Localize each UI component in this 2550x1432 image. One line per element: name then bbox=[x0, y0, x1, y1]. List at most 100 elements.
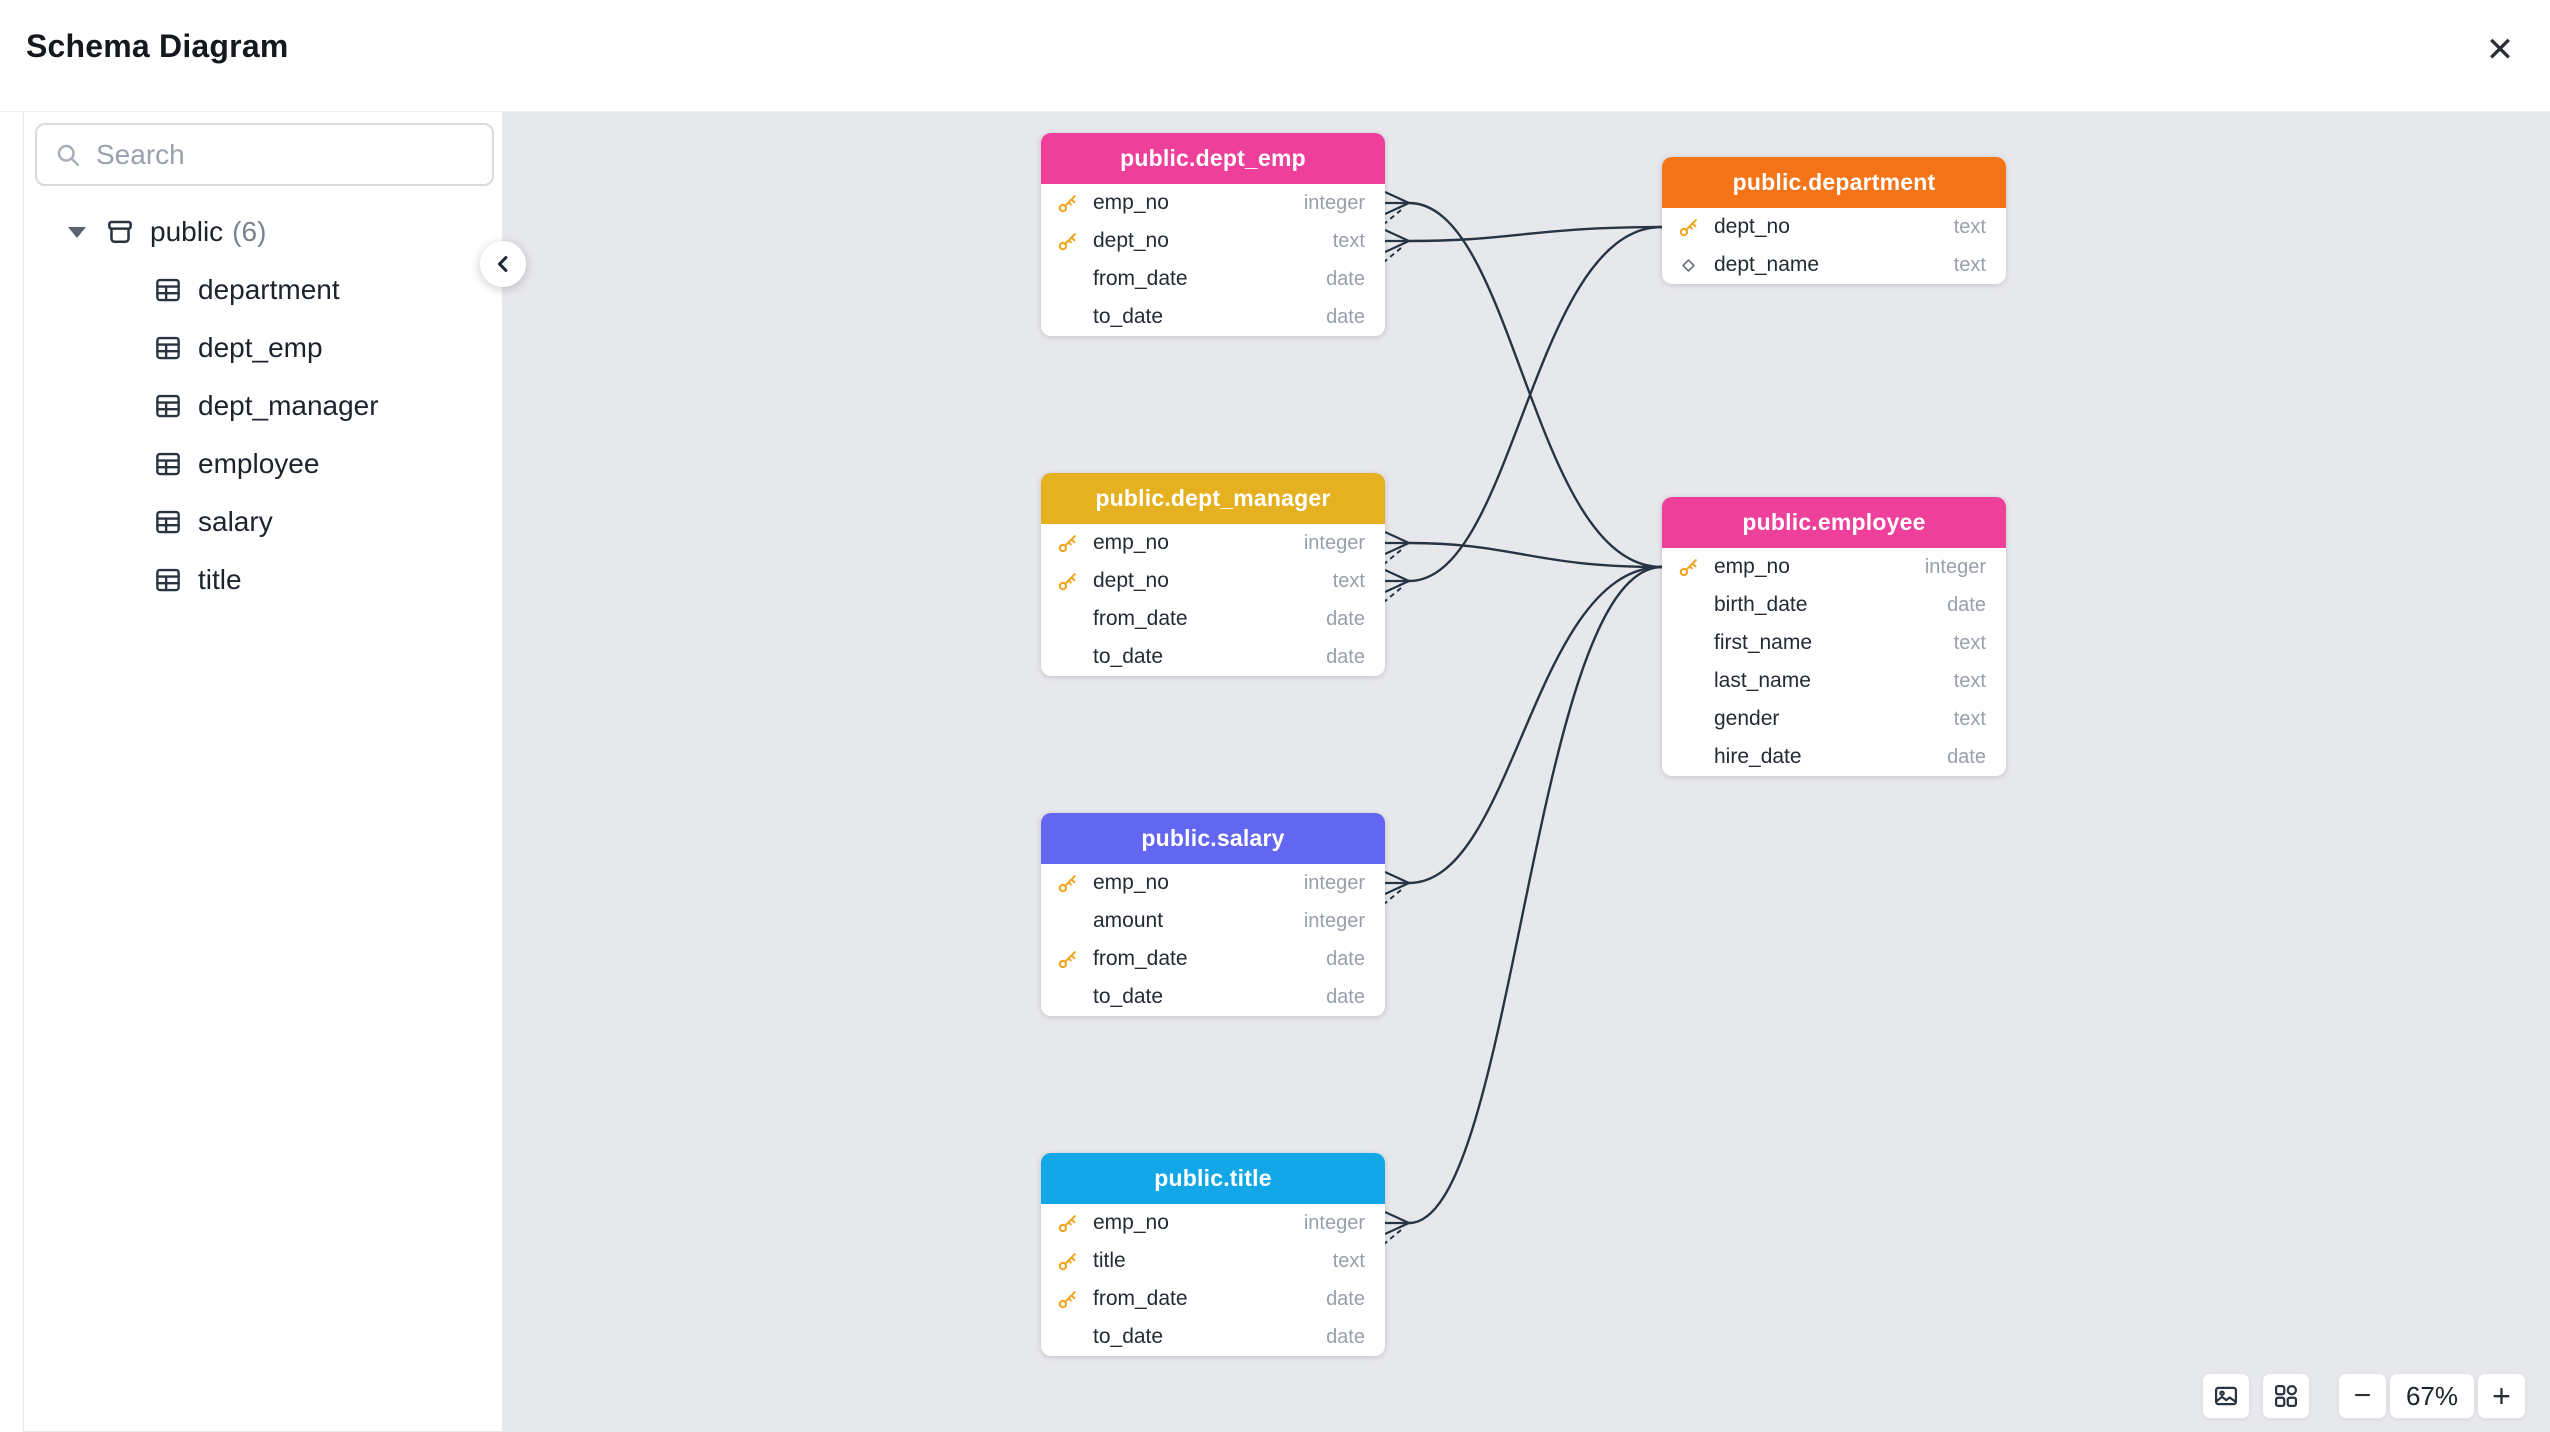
schema-name: public bbox=[150, 216, 224, 247]
key-icon bbox=[1676, 215, 1700, 239]
field-type: date bbox=[1326, 305, 1365, 328]
table-label: employee bbox=[198, 448, 320, 479]
field-row-hire_date: hire_date date bbox=[1662, 738, 2006, 776]
field-row-dept_no: dept_no text bbox=[1662, 208, 2006, 246]
field-name: from_date bbox=[1093, 1287, 1188, 1310]
field-name: amount bbox=[1093, 909, 1164, 932]
tree-item-public-schema[interactable]: public (6) bbox=[24, 203, 502, 261]
field-name: title bbox=[1093, 1249, 1126, 1272]
sidebar-item-title[interactable]: title bbox=[24, 551, 502, 609]
field-type: date bbox=[1947, 745, 1986, 768]
key-icon bbox=[1055, 569, 1079, 593]
field-type: date bbox=[1947, 593, 1986, 616]
zoom-out-button[interactable]: − bbox=[2338, 1373, 2387, 1419]
field-row-to_date: to_date date bbox=[1041, 978, 1385, 1016]
table-node-department[interactable]: public.department dept_no text dept_name… bbox=[1662, 157, 2006, 284]
field-row-from_date: from_date date bbox=[1041, 940, 1385, 978]
plus-icon: + bbox=[2492, 1377, 2511, 1414]
field-row-emp_no: emp_no integer bbox=[1041, 1204, 1385, 1242]
field-row-dept_name: dept_name text bbox=[1662, 246, 2006, 284]
chevron-left-icon bbox=[497, 256, 508, 272]
grid-icon bbox=[2274, 1384, 2298, 1408]
sidebar-item-salary[interactable]: salary bbox=[24, 493, 502, 551]
field-type: text bbox=[1953, 631, 1986, 654]
table-node-dept_emp[interactable]: public.dept_emp emp_no integer dept_no t… bbox=[1041, 133, 1385, 336]
field-row-emp_no: emp_no integer bbox=[1041, 864, 1385, 902]
close-button[interactable]: ✕ bbox=[2474, 24, 2526, 76]
field-name: first_name bbox=[1714, 631, 1813, 654]
key-icon bbox=[1676, 555, 1700, 579]
field-name: dept_no bbox=[1093, 229, 1169, 252]
key-icon bbox=[1055, 947, 1079, 971]
field-name: to_date bbox=[1093, 305, 1164, 328]
field-type: text bbox=[1953, 707, 1986, 730]
layout-grid-button[interactable] bbox=[2262, 1373, 2310, 1419]
key-icon bbox=[1055, 871, 1079, 895]
node-title: public.title bbox=[1041, 1153, 1385, 1204]
field-type: text bbox=[1332, 1249, 1365, 1272]
field-type: text bbox=[1953, 669, 1986, 692]
field-type: date bbox=[1326, 607, 1365, 630]
field-type: text bbox=[1332, 229, 1365, 252]
expander-caret-icon[interactable] bbox=[68, 226, 104, 238]
field-name: from_date bbox=[1093, 607, 1188, 630]
table-node-dept_manager[interactable]: public.dept_manager emp_no integer dept_… bbox=[1041, 473, 1385, 676]
sidebar-item-employee[interactable]: employee bbox=[24, 435, 502, 493]
field-type: date bbox=[1326, 947, 1365, 970]
field-type: integer bbox=[1303, 909, 1365, 932]
key-icon bbox=[1055, 531, 1079, 555]
node-title: public.department bbox=[1662, 157, 2006, 208]
schema-tree: public (6) department dept_emp dept_mana… bbox=[24, 203, 502, 609]
table-node-title[interactable]: public.title emp_no integer title text f… bbox=[1041, 1153, 1385, 1356]
field-name: dept_no bbox=[1093, 569, 1169, 592]
field-row-from_date: from_date date bbox=[1041, 600, 1385, 638]
field-row-to_date: to_date date bbox=[1041, 1318, 1385, 1356]
field-type: date bbox=[1326, 1325, 1365, 1348]
search-icon bbox=[57, 144, 80, 166]
sidebar-item-dept_emp[interactable]: dept_emp bbox=[24, 319, 502, 377]
table-icon bbox=[152, 564, 184, 596]
field-row-to_date: to_date date bbox=[1041, 638, 1385, 676]
field-type: text bbox=[1953, 253, 1986, 276]
search-input[interactable] bbox=[96, 138, 492, 171]
diagram-canvas[interactable] bbox=[503, 112, 2550, 1432]
field-row-dept_no: dept_no text bbox=[1041, 222, 1385, 260]
field-name: emp_no bbox=[1093, 871, 1169, 894]
node-title: public.dept_manager bbox=[1041, 473, 1385, 524]
key-icon bbox=[1055, 1249, 1079, 1273]
field-row-emp_no: emp_no integer bbox=[1662, 548, 2006, 586]
export-image-button[interactable] bbox=[2202, 1373, 2250, 1419]
search-box bbox=[35, 123, 494, 186]
collapse-sidebar-button[interactable] bbox=[480, 241, 526, 287]
field-name: emp_no bbox=[1093, 191, 1169, 214]
field-type: date bbox=[1326, 1287, 1365, 1310]
sidebar-item-dept_manager[interactable]: dept_manager bbox=[24, 377, 502, 435]
sidebar-item-department[interactable]: department bbox=[24, 261, 502, 319]
zoom-level: 67% bbox=[2389, 1373, 2475, 1419]
table-icon bbox=[152, 448, 184, 480]
field-type: integer bbox=[1303, 871, 1365, 894]
table-label: salary bbox=[198, 506, 273, 537]
field-name: birth_date bbox=[1714, 593, 1808, 616]
diamond-icon bbox=[1676, 253, 1700, 277]
field-name: from_date bbox=[1093, 267, 1188, 290]
node-title: public.salary bbox=[1041, 813, 1385, 864]
table-icon bbox=[152, 390, 184, 422]
field-row-amount: amount integer bbox=[1041, 902, 1385, 940]
image-icon bbox=[2214, 1386, 2238, 1406]
close-icon: ✕ bbox=[2485, 31, 2515, 69]
field-name: to_date bbox=[1093, 1325, 1164, 1348]
zoom-in-button[interactable]: + bbox=[2477, 1373, 2526, 1419]
minus-icon: − bbox=[2353, 1379, 2372, 1412]
table-icon bbox=[152, 274, 184, 306]
field-type: integer bbox=[1303, 1211, 1365, 1234]
table-label: title bbox=[198, 564, 242, 595]
field-row-gender: gender text bbox=[1662, 700, 2006, 738]
table-label: department bbox=[198, 274, 340, 305]
node-title: public.dept_emp bbox=[1041, 133, 1385, 184]
window-header: Schema Diagram ✕ bbox=[0, 0, 2550, 112]
field-name: to_date bbox=[1093, 985, 1164, 1008]
table-icon bbox=[152, 332, 184, 364]
